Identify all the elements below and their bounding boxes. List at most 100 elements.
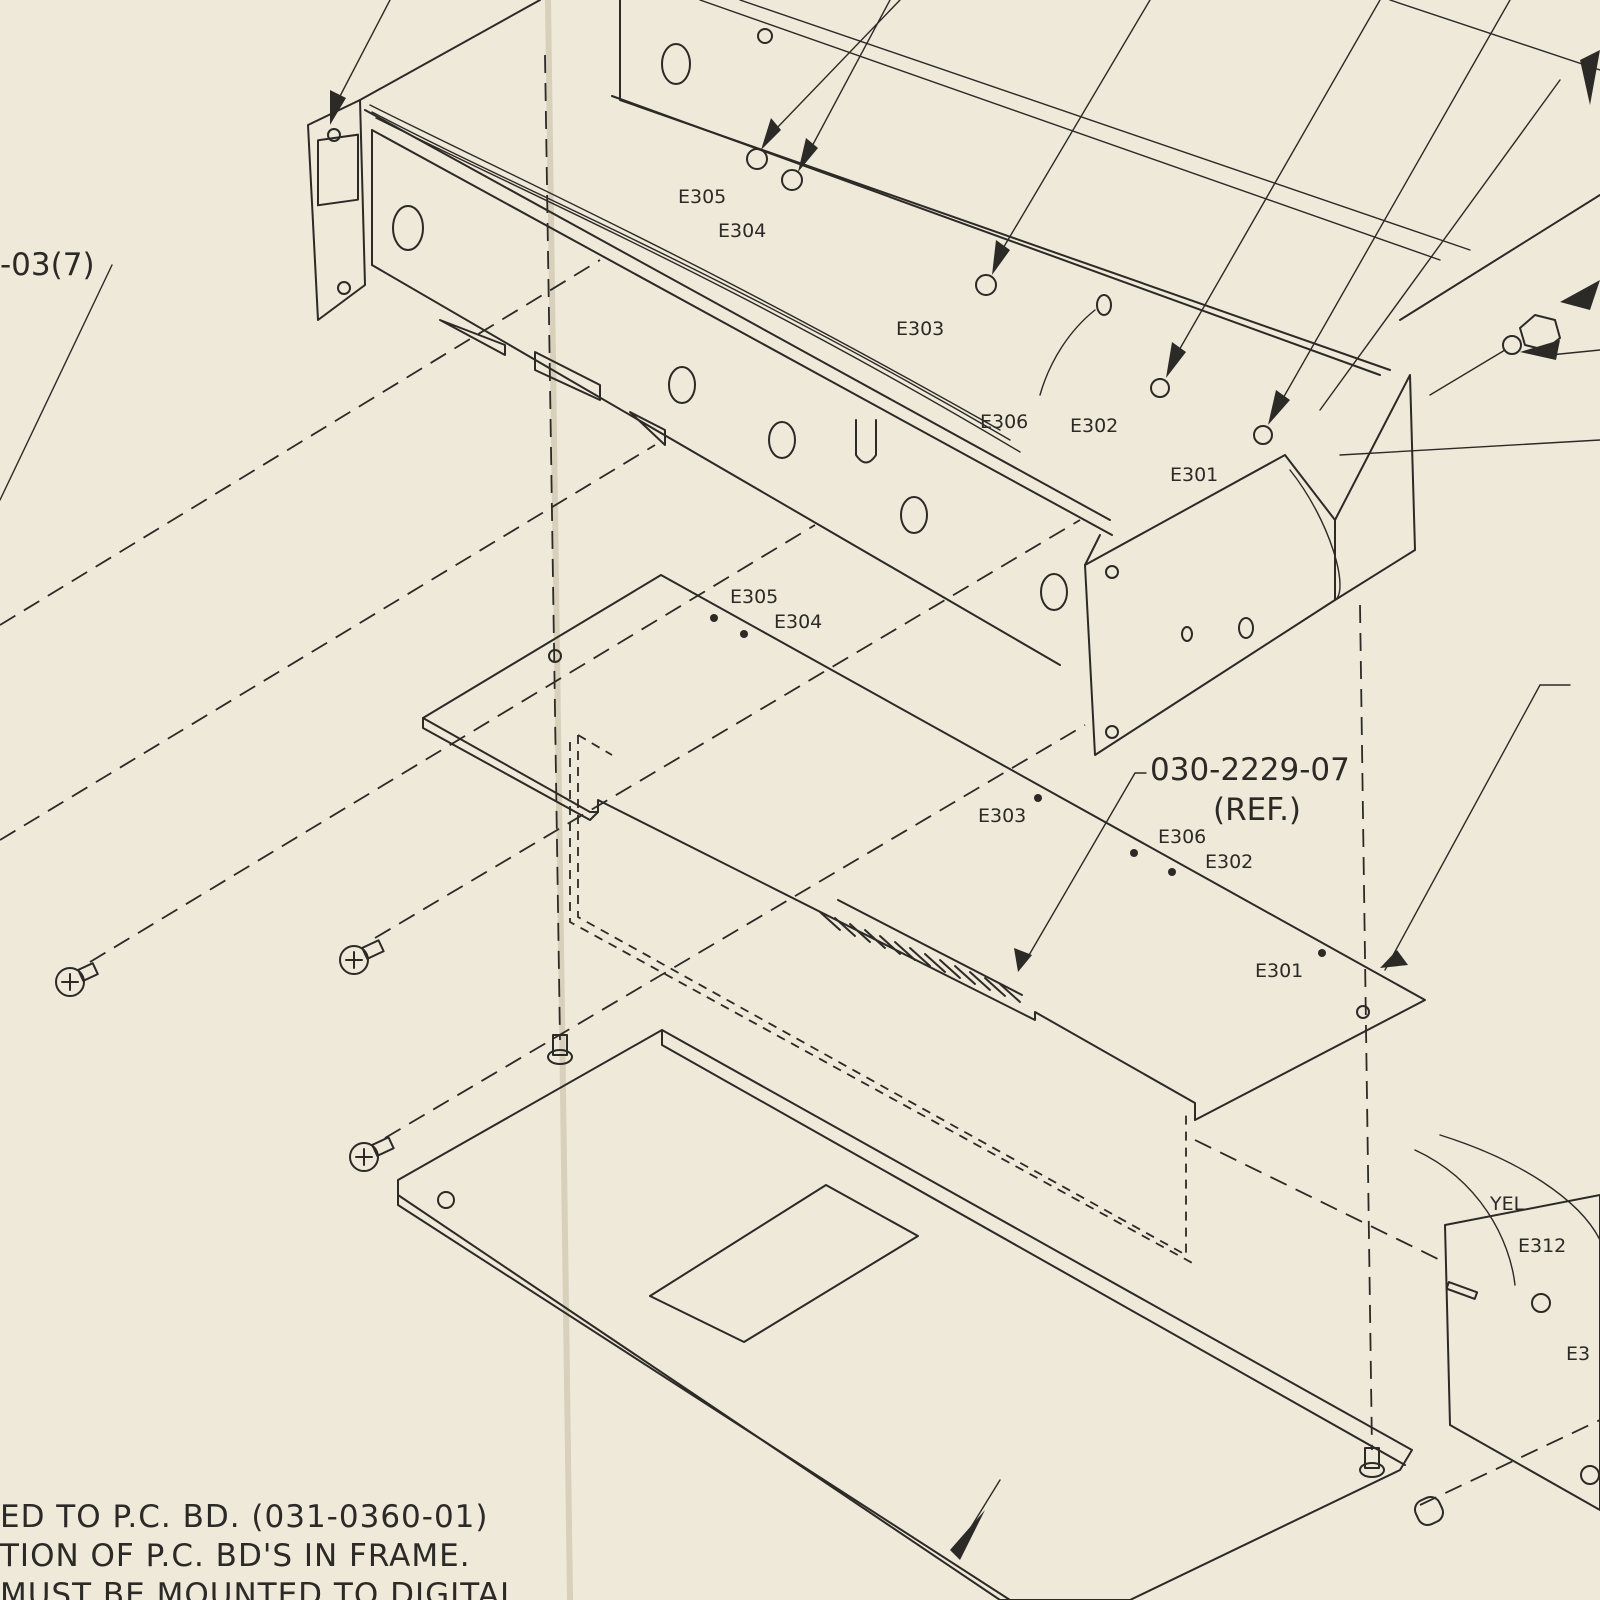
alignment-lines	[0, 54, 1600, 1506]
pc-board	[422, 574, 1426, 1121]
arrow-bracket	[330, 90, 346, 125]
chassis-frame	[307, 0, 1600, 756]
hardware	[55, 939, 1444, 1526]
wire-harness-2	[371, 111, 1011, 441]
yel-wire-2	[1439, 1134, 1600, 1241]
arrow-board	[1380, 950, 1408, 968]
callout-left-ref: -03(7)	[0, 247, 95, 283]
label-sub-e312: E312	[1518, 1235, 1566, 1257]
arrow-e304	[798, 138, 818, 172]
arrow-e301	[1268, 390, 1290, 425]
back-hole-3	[1096, 294, 1112, 316]
note-line-2: TION OF P.C. BD'S IN FRAME.	[0, 1538, 471, 1574]
label-sub-e3: E3	[1566, 1343, 1590, 1365]
edge-connector	[819, 899, 1023, 1003]
board-hole-right	[1356, 1005, 1370, 1019]
align-line-vert-left	[544, 54, 561, 1041]
label-chassis-e303: E303	[896, 318, 944, 340]
terminal-e304	[781, 169, 803, 191]
align-line-1	[0, 259, 601, 626]
wire-harness-1	[369, 104, 1001, 431]
note-line-3: MUST BE MOUNTED TO DIGITAL	[0, 1577, 518, 1600]
label-board-e304: E304	[774, 611, 822, 633]
back-hole-2	[757, 28, 773, 44]
left-end-bracket	[307, 99, 366, 321]
front-wall-top-edge	[364, 109, 1111, 521]
back-hole-1	[661, 43, 691, 85]
leader-washer	[1549, 349, 1600, 356]
cover-cutout	[649, 1184, 919, 1343]
pad-e303	[1034, 794, 1042, 802]
front-hole-3	[768, 421, 796, 459]
arrow-e305	[761, 118, 781, 150]
bottom-cover-edge	[397, 1194, 1011, 1600]
tab-1	[439, 319, 506, 356]
leader-bracket	[337, 0, 391, 101]
leader-e301	[1281, 0, 1511, 401]
align-line-2	[0, 444, 656, 841]
leader-e304	[809, 0, 891, 151]
board-hole-left	[548, 649, 562, 663]
bottom-cover-outline	[397, 1029, 1413, 1600]
cover-edge-4	[1399, 194, 1600, 321]
align-line-3	[89, 524, 816, 963]
screw-2	[339, 939, 385, 975]
text-labels: -03(7) E305 E304 E303 E306 E302 E301 E30…	[0, 186, 1590, 1600]
paper-fold-crease	[545, 0, 573, 1600]
bracket-slot	[317, 133, 359, 207]
leader-e302	[1177, 0, 1381, 353]
tab-2	[534, 351, 601, 401]
front-hole-5	[1040, 573, 1068, 611]
plate-hole-2	[1105, 725, 1119, 739]
pc-board-outline	[422, 574, 1426, 1121]
front-hole-1	[392, 205, 424, 251]
terminal-e303	[975, 274, 997, 296]
front-hole-2	[668, 366, 696, 404]
pad-e306	[1130, 849, 1138, 857]
label-board-e306: E306	[1158, 826, 1206, 848]
cover-hole	[437, 1191, 455, 1209]
mating-board-dashed-2	[569, 742, 1197, 1266]
align-line-vert-right	[1359, 604, 1373, 1451]
front-slot	[855, 419, 877, 464]
callout-board-part: 030-2229-07	[1150, 752, 1350, 788]
right-side-wall	[1334, 374, 1416, 601]
plate-hole-1	[1105, 565, 1119, 579]
wire-harness-3	[375, 117, 1021, 453]
front-hole-4	[900, 496, 928, 534]
align-line-5	[384, 724, 1086, 1139]
washer	[1502, 335, 1522, 355]
label-chassis-e304: E304	[718, 220, 766, 242]
label-board-e302: E302	[1205, 851, 1253, 873]
plate-hole-3	[1181, 626, 1193, 642]
leader-board	[1384, 684, 1541, 971]
front-wall-bottom-edge	[371, 264, 1061, 666]
callout-ref-marker: (REF.)	[1213, 792, 1301, 828]
tab-3	[629, 411, 666, 446]
pad-e302	[1168, 868, 1176, 876]
right-end-plate	[1084, 454, 1336, 756]
terminal-e301	[1253, 425, 1273, 445]
arrow-washer	[1520, 340, 1560, 360]
label-wire-yel: YEL	[1489, 1193, 1525, 1215]
label-chassis-e302: E302	[1070, 415, 1118, 437]
mating-board-dashed-top	[577, 734, 613, 756]
screw-3	[349, 1136, 395, 1172]
cover-edge-3	[1389, 0, 1600, 71]
bushing	[1414, 1496, 1444, 1526]
bottom-cover	[397, 1029, 1413, 1600]
pc-board-edge	[422, 717, 599, 821]
wire-e306	[1039, 309, 1096, 396]
leader-left-ref	[0, 264, 113, 501]
pad-e305	[710, 614, 718, 622]
leader-e305	[774, 0, 901, 131]
arrow-nut	[1560, 280, 1600, 310]
plate-hole-4	[1238, 617, 1254, 639]
back-wall-top-edge	[619, 0, 1391, 371]
leader-ground	[1339, 439, 1600, 456]
align-line-4	[374, 519, 1081, 939]
chassis-terminals	[330, 0, 1600, 456]
cover-edge-2	[739, 0, 1471, 251]
arrow-connector	[1014, 948, 1032, 972]
